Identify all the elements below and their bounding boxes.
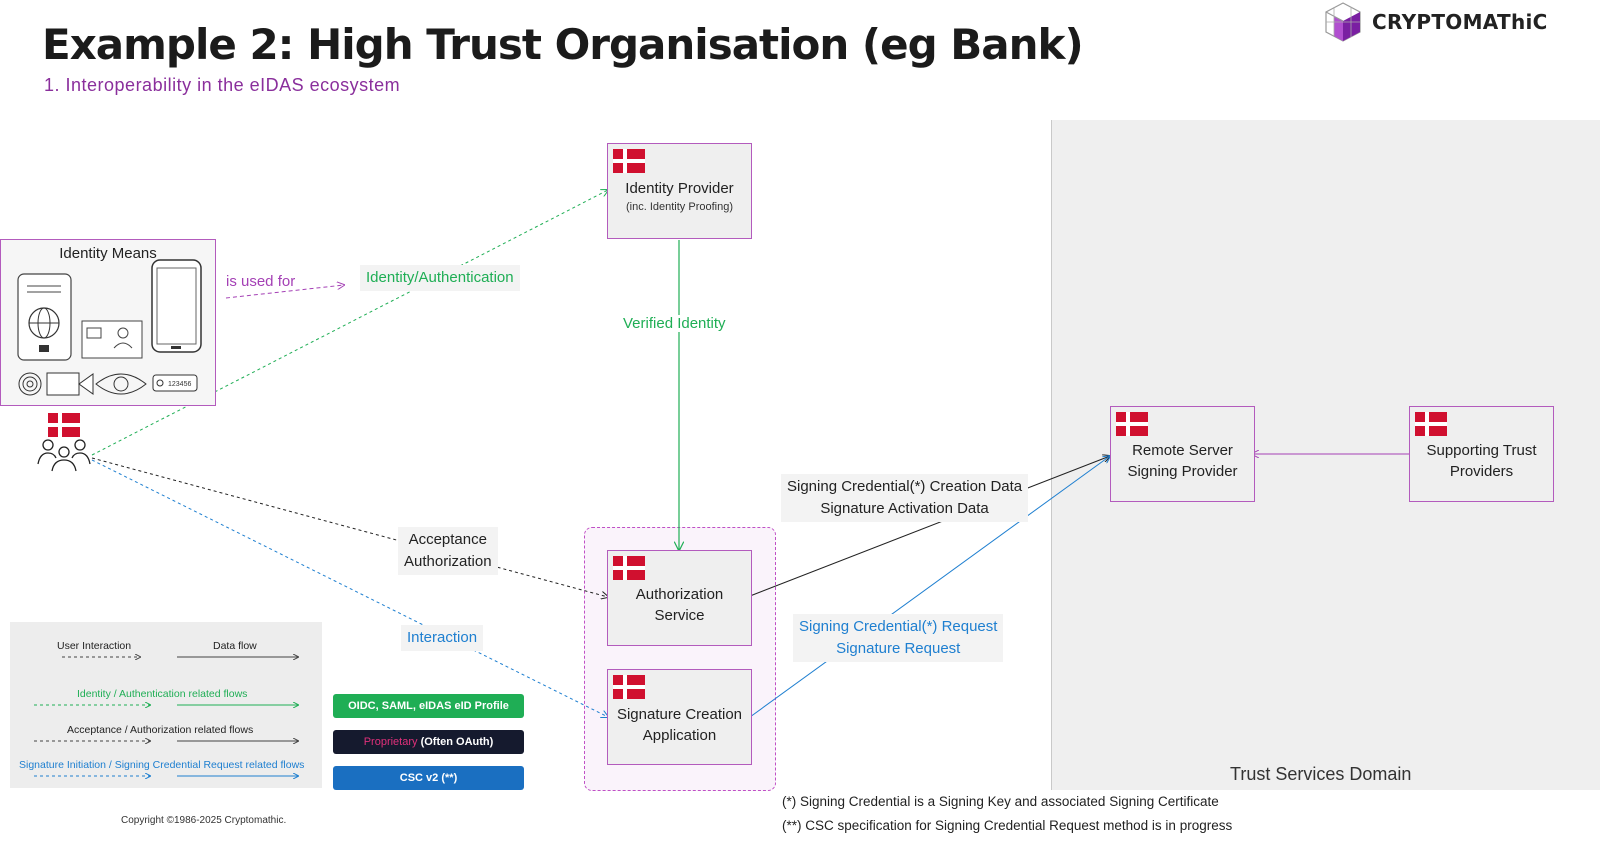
logo-text: CRYPTOMAThiC [1372, 10, 1548, 34]
fingerprint-icon [18, 372, 42, 396]
interaction-label: Interaction [401, 625, 484, 651]
signature-activation-line: Signature Activation Data [820, 499, 989, 517]
acceptance-authorization-label: Acceptance Authorization [398, 527, 498, 575]
identity-auth-label: Identity/Authentication [360, 265, 520, 291]
is-used-for-label: is used for [226, 273, 296, 290]
identity-provider-title: Identity Provider [625, 180, 734, 197]
identity-means-title: Identity Means [59, 245, 157, 262]
credential-request-line: Signing Credential(*) Request [799, 618, 998, 635]
token-number: 123456 [168, 381, 191, 388]
identity-provider-subtitle: (inc. Identity Proofing) [626, 201, 733, 213]
legend-lines [34, 622, 322, 788]
token-icon: 123456 [152, 374, 198, 392]
edge-credential-creation [749, 456, 1110, 597]
users-group-icon [37, 439, 91, 472]
legend-panel: User Interaction Data flow Identity / Au… [10, 622, 322, 788]
authorization-label: Authorization [404, 552, 492, 570]
signature-creation-line2: Application [642, 727, 717, 744]
denmark-flag-icon [613, 556, 645, 580]
copyright-text: Copyright ©1986-2025 Cryptomathic. [121, 815, 287, 826]
denmark-flag-icon [48, 413, 80, 437]
authorization-service-line1: Authorization [635, 586, 724, 603]
acceptance-label: Acceptance [408, 531, 487, 548]
signature-creation-app-node: Signature Creation Application [607, 669, 752, 765]
pill-oidc-saml: OIDC, SAML, eIDAS eID Profile [333, 694, 524, 718]
legend-signature-flows: Signature Initiation / Signing Credentia… [19, 759, 305, 771]
id-card-icon [81, 320, 143, 359]
denmark-flag-icon [1415, 412, 1447, 436]
passport-icon [17, 273, 72, 361]
remote-server-signing-provider-node: Remote Server Signing Provider [1110, 406, 1255, 502]
identity-means-icons: 123456 [17, 259, 202, 396]
company-logo: CRYPTOMAThiC [1322, 0, 1562, 44]
edge-acceptance [91, 457, 608, 597]
pill-oauth-label: (Often OAuth) [417, 736, 494, 748]
credential-creation-line: Signing Credential(*) Creation Data [787, 478, 1023, 495]
authorization-service-node: Authorization Service [607, 550, 752, 646]
legend-user-interaction: User Interaction [57, 640, 132, 652]
identity-provider-node: Identity Provider (inc. Identity Proofin… [607, 143, 752, 239]
identity-means-box: Identity Means [0, 239, 216, 406]
credential-creation-label: Signing Credential(*) Creation Data Sign… [781, 474, 1029, 522]
legend-identity-flows: Identity / Authentication related flows [77, 688, 248, 700]
denmark-flag-icon [1116, 412, 1148, 436]
pill-proprietary-label: Proprietary [363, 736, 418, 748]
rssp-line2: Signing Provider [1127, 463, 1238, 480]
signature-request-line: Signature Request [836, 639, 961, 657]
trust-services-domain-label: Trust Services Domain [1230, 764, 1412, 784]
rssp-line1: Remote Server [1132, 442, 1233, 459]
stp-line1: Supporting Trust [1426, 442, 1537, 459]
smartphone-icon [151, 259, 202, 353]
edge-is-used-for [225, 285, 344, 299]
supporting-trust-providers-node: Supporting Trust Providers [1409, 406, 1554, 502]
denmark-flag-icon [613, 149, 645, 173]
authorization-service-line2: Service [654, 607, 705, 624]
footnote-2: (**) CSC specification for Signing Crede… [782, 818, 1233, 833]
denmark-flag-icon [613, 675, 645, 699]
video-camera-icon [46, 372, 94, 396]
credential-request-label: Signing Credential(*) Request Signature … [793, 614, 1004, 662]
cube-logo-icon [1325, 2, 1361, 42]
footnote-1: (*) Signing Credential is a Signing Key … [782, 794, 1219, 809]
verified-identity-label: Verified Identity [623, 315, 726, 332]
eye-icon [95, 373, 147, 395]
stp-line2: Providers [1449, 463, 1514, 480]
edge-signature-request [749, 456, 1110, 718]
page-title: Example 2: High Trust Organisation (eg B… [42, 20, 1084, 69]
pill-csc-v2: CSC v2 (**) [333, 766, 524, 790]
edge-interaction [91, 459, 608, 717]
legend-data-flow: Data flow [213, 640, 257, 652]
pill-proprietary: Proprietary (Often OAuth) [333, 730, 524, 754]
legend-acceptance-flows: Acceptance / Authorization related flows [67, 724, 254, 736]
page-subtitle: 1. Interoperability in the eIDAS ecosyst… [44, 75, 401, 95]
edge-identity-auth [91, 190, 608, 456]
signature-creation-line1: Signature Creation [616, 706, 743, 723]
